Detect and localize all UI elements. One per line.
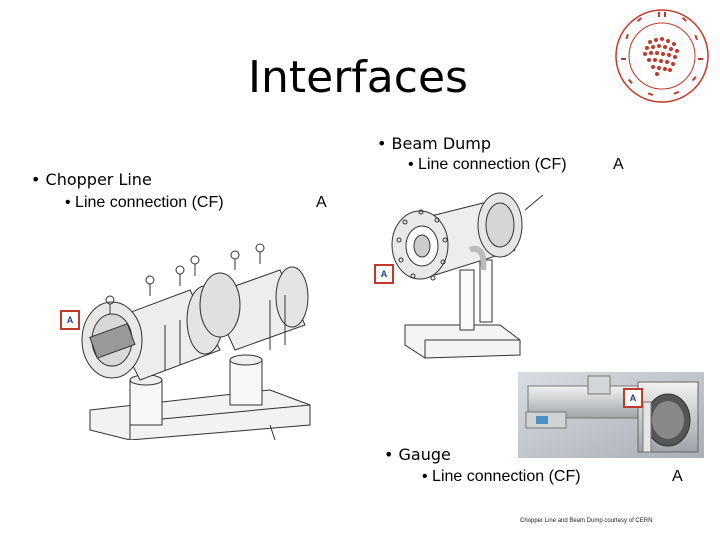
beam-dump-heading: • Beam Dump — [377, 134, 492, 153]
image-credit: Chopper Line and Beam Dump courtesy of C… — [520, 518, 653, 524]
chopper-line-letter: A — [316, 194, 327, 211]
gauge-photo — [518, 372, 704, 458]
beam-dump-letter: A — [613, 156, 624, 173]
gauge-heading: • Gauge — [384, 445, 451, 464]
gauge-letter: A — [672, 468, 683, 485]
chopper-line-badge: A — [60, 310, 80, 330]
slide-title: Interfaces — [248, 52, 468, 103]
gauge-badge: A — [623, 388, 643, 408]
chopper-line-sub: • Line connection (CF) — [65, 194, 224, 211]
beam-dump-drawing — [391, 192, 544, 359]
chopper-line-drawing — [81, 243, 311, 440]
gauge-sub: • Line connection (CF) — [422, 468, 581, 485]
beam-dump-badge: A — [374, 264, 394, 284]
beam-dump-sub: • Line connection (CF) — [408, 156, 567, 173]
logo-seal — [615, 9, 709, 103]
chopper-line-heading: • Chopper Line — [31, 170, 152, 189]
